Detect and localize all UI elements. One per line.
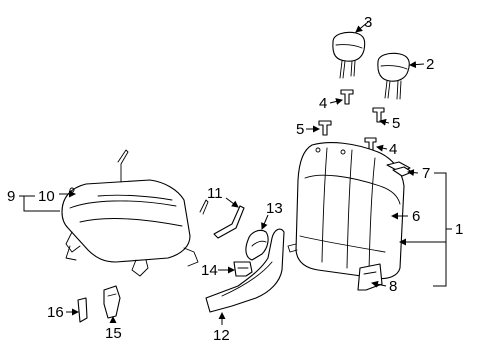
recliner-cover bbox=[245, 229, 269, 261]
leader-lines bbox=[19, 21, 452, 325]
callout-7: 7 bbox=[422, 165, 430, 182]
callout-9: 9 bbox=[7, 188, 15, 205]
callout-4-lower: 4 bbox=[389, 141, 397, 158]
clip bbox=[233, 261, 253, 277]
callout-13: 13 bbox=[266, 200, 283, 217]
callout-11: 11 bbox=[207, 185, 223, 202]
latch-bracket bbox=[103, 285, 121, 319]
callout-3: 3 bbox=[364, 14, 372, 31]
callout-10: 10 bbox=[38, 188, 55, 205]
headrest-left bbox=[332, 31, 366, 79]
seat-cushion bbox=[61, 149, 209, 277]
hinge-bracket bbox=[213, 205, 245, 239]
callout-4-upper: 4 bbox=[319, 95, 327, 112]
headrest-right bbox=[377, 52, 410, 100]
callout-1: 1 bbox=[455, 221, 463, 238]
callout-2: 2 bbox=[426, 56, 434, 73]
callout-15: 15 bbox=[105, 325, 122, 342]
callout-14: 14 bbox=[201, 262, 218, 279]
seat-back-bracket bbox=[357, 263, 383, 291]
callout-8: 8 bbox=[389, 278, 397, 295]
headrest-guide-lower-left bbox=[318, 120, 332, 136]
headrest-guide-upper-left bbox=[340, 89, 354, 105]
callout-5-lower: 5 bbox=[296, 121, 304, 138]
callout-6: 6 bbox=[412, 208, 420, 225]
small-bracket bbox=[77, 297, 88, 323]
seat-side-trim bbox=[205, 228, 285, 313]
headrest-guide-upper-right bbox=[372, 107, 385, 123]
seat-back bbox=[287, 142, 405, 280]
callout-labels: 3 2 4 5 5 4 7 6 1 8 9 10 11 13 14 12 15 … bbox=[7, 14, 463, 344]
callout-16: 16 bbox=[47, 304, 64, 321]
callout-5-upper: 5 bbox=[392, 115, 400, 132]
callout-12: 12 bbox=[213, 327, 230, 344]
